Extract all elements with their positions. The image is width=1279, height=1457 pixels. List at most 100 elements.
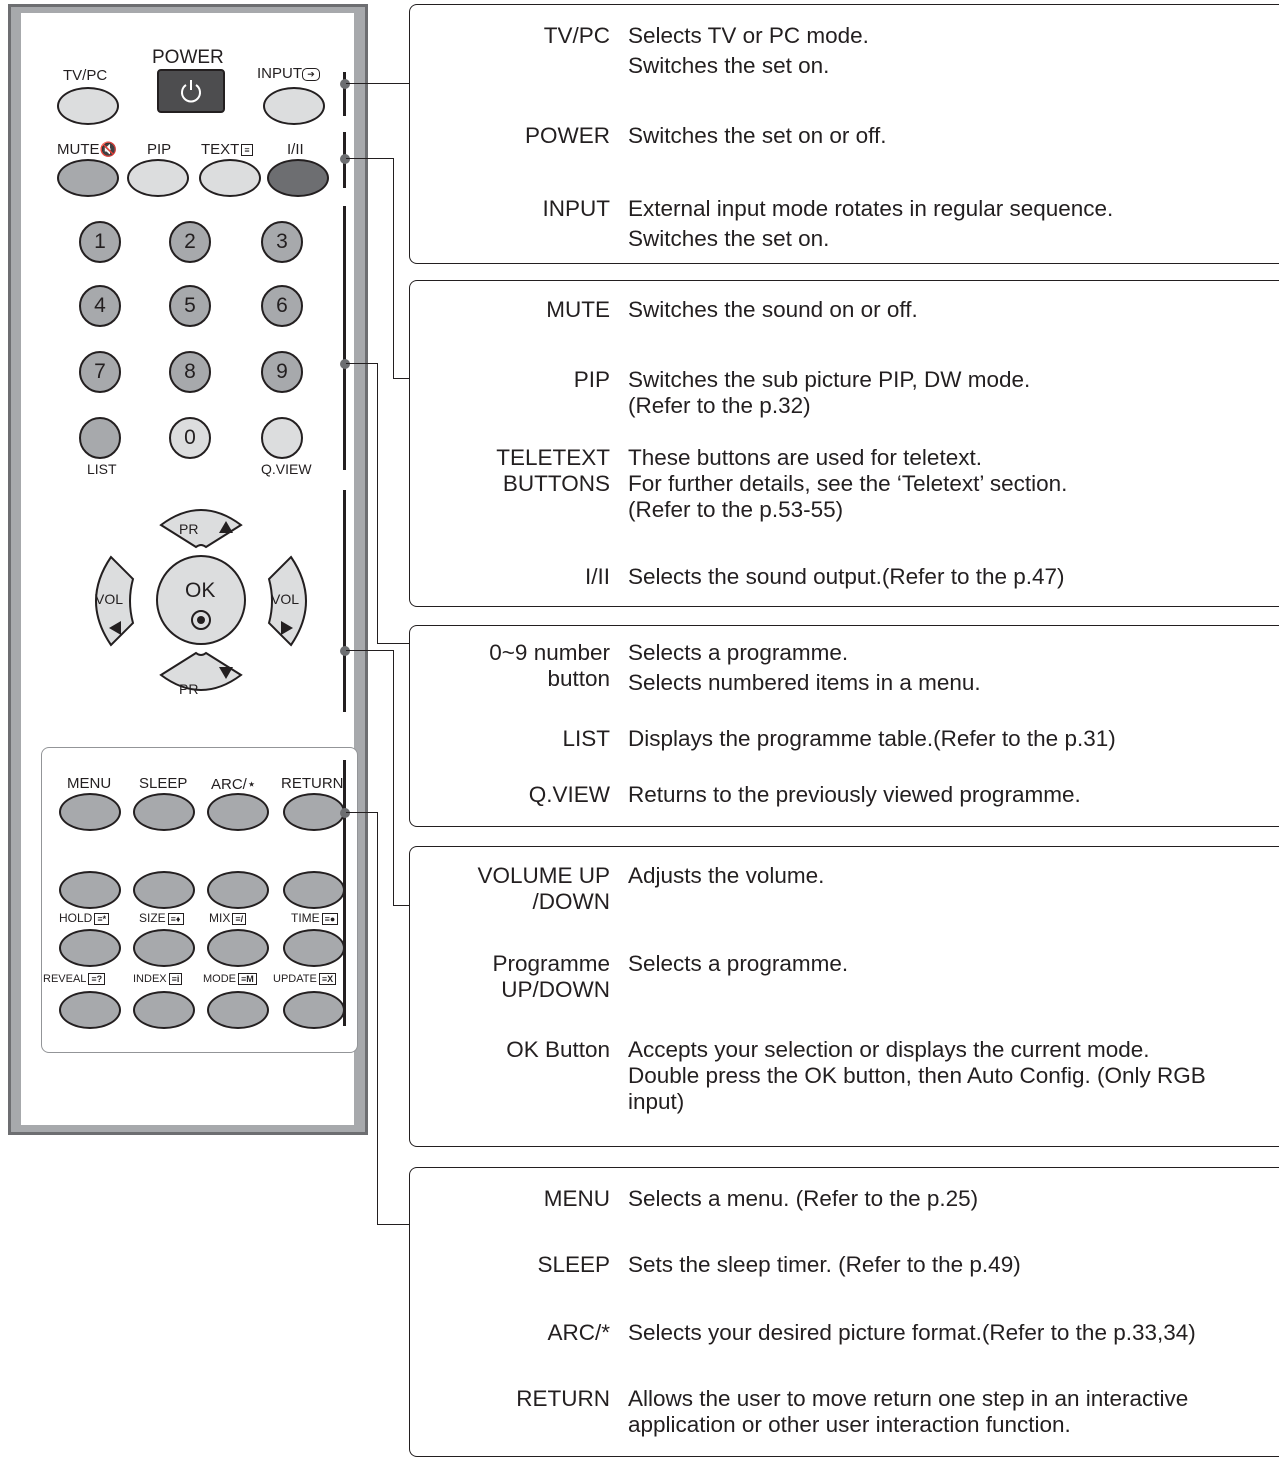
description-line: Selects the sound output.(Refer to the p… (628, 564, 1279, 590)
group-bracket-4 (343, 490, 346, 712)
sleep-label: SLEEP (139, 775, 187, 792)
group-bracket-3 (343, 206, 346, 470)
size-label: SIZE≡♦ (139, 911, 184, 925)
text-button[interactable] (199, 159, 261, 197)
description-panel-1: TV/PC Selects TV or PC mode.Switches the… (409, 4, 1279, 264)
connector-line-1 (346, 83, 409, 84)
hold-button[interactable] (59, 929, 121, 967)
description-row: Q.VIEW Returns to the previously viewed … (410, 782, 1279, 812)
description-line: Switches the set on. (628, 226, 1279, 252)
pr-up-label: PR (179, 521, 198, 537)
button-description: Selects a programme. (628, 951, 1279, 977)
pip-button[interactable] (127, 159, 189, 197)
time-icon: ≡● (322, 913, 339, 925)
index-icon: ≡i (169, 973, 183, 985)
mute-icon: 🔇 (100, 141, 117, 157)
description-line: Selects a menu. (Refer to the p.25) (628, 1186, 1279, 1212)
update-button[interactable] (283, 991, 345, 1029)
description-line: Selects your desired picture format.(Ref… (628, 1320, 1279, 1346)
qview-button[interactable] (261, 417, 303, 459)
mode-label: MODE≡M (203, 973, 257, 985)
number-button-4[interactable]: 4 (79, 285, 121, 327)
button-name: LIST (410, 726, 610, 752)
connector-line-4a (346, 650, 393, 651)
group-bracket-5 (343, 760, 346, 1026)
button-description: Allows the user to move return one step … (628, 1386, 1279, 1438)
description-line: Returns to the previously viewed program… (628, 782, 1279, 808)
number-button-9[interactable]: 9 (261, 351, 303, 393)
mode-label-text: MODE (203, 973, 236, 985)
description-line: Selects TV or PC mode. (628, 23, 1279, 49)
description-line: Switches the set on or off. (628, 123, 1279, 149)
yellow-color-button[interactable] (207, 871, 269, 909)
description-line: These buttons are used for teletext. (628, 445, 1279, 471)
connector-line-3b (377, 363, 378, 643)
hold-label-text: HOLD (59, 911, 92, 925)
index-button[interactable] (133, 991, 195, 1029)
mix-button[interactable] (207, 929, 269, 967)
mute-button[interactable] (57, 159, 119, 197)
number-button-3[interactable]: 3 (261, 221, 303, 263)
button-name: OK Button (410, 1037, 610, 1063)
mute-label: MUTE🔇 (57, 141, 117, 158)
description-panel-3: 0~9 number button Selects a programme.Se… (409, 625, 1279, 827)
mode-icon: ≡M (238, 973, 257, 985)
reveal-icon: ≡? (88, 973, 105, 985)
green-color-button[interactable] (133, 871, 195, 909)
description-row: POWER Switches the set on or off. (410, 123, 1279, 153)
mode-button[interactable] (207, 991, 269, 1029)
vol-left-label: VOL (95, 591, 123, 607)
connector-line-3c (377, 643, 409, 644)
reveal-button[interactable] (59, 991, 121, 1029)
i-ii-button[interactable] (267, 159, 329, 197)
size-button[interactable] (133, 929, 195, 967)
button-description: Selects TV or PC mode. Switches the set o… (628, 23, 1279, 79)
description-line: application or other user interaction fu… (628, 1412, 1279, 1438)
size-icon: ≡♦ (168, 913, 184, 925)
arc-button[interactable] (207, 793, 269, 831)
description-line: Switches the set on. (628, 53, 1279, 79)
number-button-1[interactable]: 1 (79, 221, 121, 263)
button-description: Sets the sleep timer. (Refer to the p.49… (628, 1252, 1279, 1278)
update-icon: ≡X (319, 973, 336, 985)
time-button[interactable] (283, 929, 345, 967)
input-button[interactable] (263, 87, 325, 125)
index-label-text: INDEX (133, 973, 167, 985)
number-button-8[interactable]: 8 (169, 351, 211, 393)
description-line: Adjusts the volume. (628, 863, 1279, 889)
description-line: Selects a programme. (628, 951, 1279, 977)
vol-right-label: VOL (271, 591, 299, 607)
hold-label: HOLD≡* (59, 911, 109, 925)
button-name: PIP (410, 367, 610, 393)
remote-control: TV/PC POWER INPUT➔ MUTE🔇 PIP TEXT≡ I/II … (8, 4, 368, 1135)
return-button[interactable] (283, 793, 345, 831)
description-row: TELETEXT BUTTONS These buttons are used … (410, 445, 1279, 535)
description-row: ARC/* Selects your desired picture forma… (410, 1320, 1279, 1350)
sleep-button[interactable] (133, 793, 195, 831)
number-button-5[interactable]: 5 (169, 285, 211, 327)
button-description: Switches the sub picture PIP, DW mode.(R… (628, 367, 1279, 419)
button-description: Displays the programme table.(Refer to t… (628, 726, 1279, 752)
number-button-0[interactable]: 0 (169, 417, 211, 459)
menu-label: MENU (67, 775, 111, 792)
update-label: UPDATE≡X (273, 973, 336, 985)
number-button-6[interactable]: 6 (261, 285, 303, 327)
button-description: Selects a menu. (Refer to the p.25) (628, 1186, 1279, 1212)
blue-color-button[interactable] (283, 871, 345, 909)
connector-dot-3 (340, 359, 350, 369)
tvpc-button[interactable] (57, 87, 119, 125)
description-line: Accepts your selection or displays the c… (628, 1037, 1268, 1063)
power-button[interactable] (157, 69, 225, 113)
connector-line-5a (346, 812, 377, 813)
menu-button[interactable] (59, 793, 121, 831)
description-row: Programme UP/DOWN Selects a programme. (410, 951, 1279, 1011)
number-button-2[interactable]: 2 (169, 221, 211, 263)
description-line: Sets the sleep timer. (Refer to the p.49… (628, 1252, 1279, 1278)
description-row: MENU Selects a menu. (Refer to the p.25) (410, 1186, 1279, 1216)
button-name: MUTE (410, 297, 610, 323)
button-description: These buttons are used for teletext.For … (628, 445, 1279, 523)
red-color-button[interactable] (59, 871, 121, 909)
input-icon: ➔ (302, 68, 320, 81)
number-button-7[interactable]: 7 (79, 351, 121, 393)
list-button[interactable] (79, 417, 121, 459)
